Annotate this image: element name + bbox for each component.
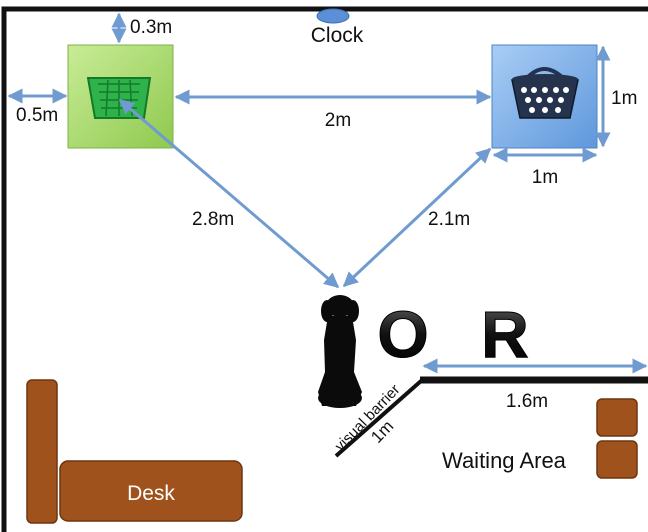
desk-side-leg (26, 379, 58, 524)
left-gap-label: 0.5m (16, 105, 58, 126)
left-diagonal-arrow (118, 98, 340, 289)
desk-label: Desk (127, 482, 175, 505)
blue-dotted-tote-basket-icon (511, 67, 579, 119)
clock-label: Clock (311, 24, 364, 47)
desk-top (59, 460, 243, 522)
visual-barrier-line (334, 379, 423, 458)
barrier-length-label: 1.6m (506, 391, 548, 412)
clock-icon (316, 8, 350, 24)
waiting-chair-bottom (596, 440, 638, 479)
black-dog-silhouette-icon (318, 295, 362, 408)
left-diagonal-label: 2.8m (192, 209, 234, 230)
option-r-label: R (481, 297, 529, 371)
right-diagonal-arrow (342, 147, 492, 288)
green-laundry-basket-icon (86, 77, 152, 119)
top-gap-label: 0.3m (130, 17, 172, 38)
right-width-label: 1m (532, 167, 558, 188)
option-o-label: O (377, 297, 428, 371)
right-diagonal-label: 2.1m (428, 209, 470, 230)
waiting-area-label: Waiting Area (442, 448, 567, 473)
waiting-chair-top (596, 398, 638, 437)
right-height-label: 1m (611, 88, 637, 109)
basket-distance-label: 2m (325, 110, 351, 131)
